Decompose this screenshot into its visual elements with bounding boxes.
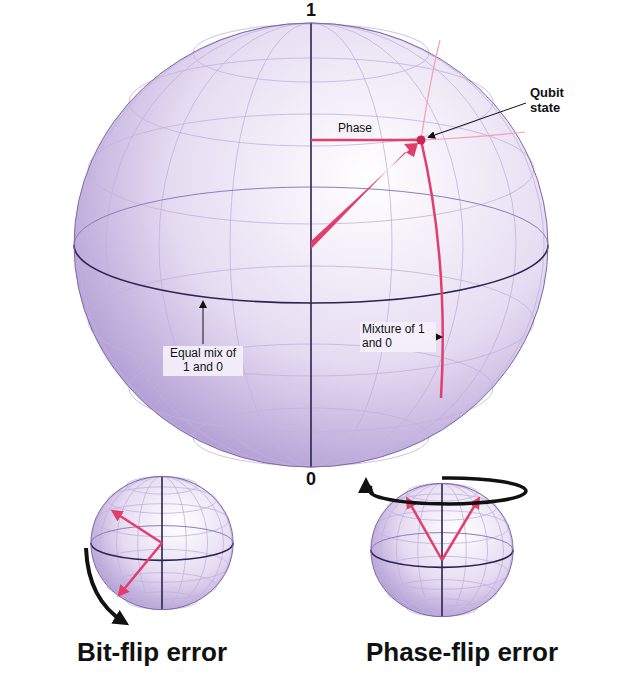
callout-label: Qubit state [530,86,594,116]
pole-label: 1 [306,0,316,21]
mixture-label: Mixture of 1 and 0 [360,322,436,352]
state-vector [311,143,418,249]
equal-mix-label: Equal mix of 1 and 0 [163,346,243,376]
meridian-highlight [421,40,440,140]
qubit-state-point [417,136,426,145]
state-vector [408,500,442,560]
phase-line [311,139,421,142]
state-vector [120,543,162,594]
latitude-highlight [421,132,525,140]
pole-label: 0 [306,469,316,490]
bit-flip-sphere [91,476,233,609]
phase-label: Phase [336,121,374,137]
rotation-arrow [366,483,372,488]
caption-label: Bit-flip error [77,638,227,668]
equal-mix-leader [203,302,204,344]
rotation-ring [370,478,526,504]
main-sphere [74,23,548,467]
mixture-arc [421,140,443,398]
state-vector [114,512,162,543]
rotation-arrow [86,548,124,622]
state-vector [442,500,478,560]
caption-label: Phase-flip error [366,638,558,668]
qubit-leader [429,103,526,137]
